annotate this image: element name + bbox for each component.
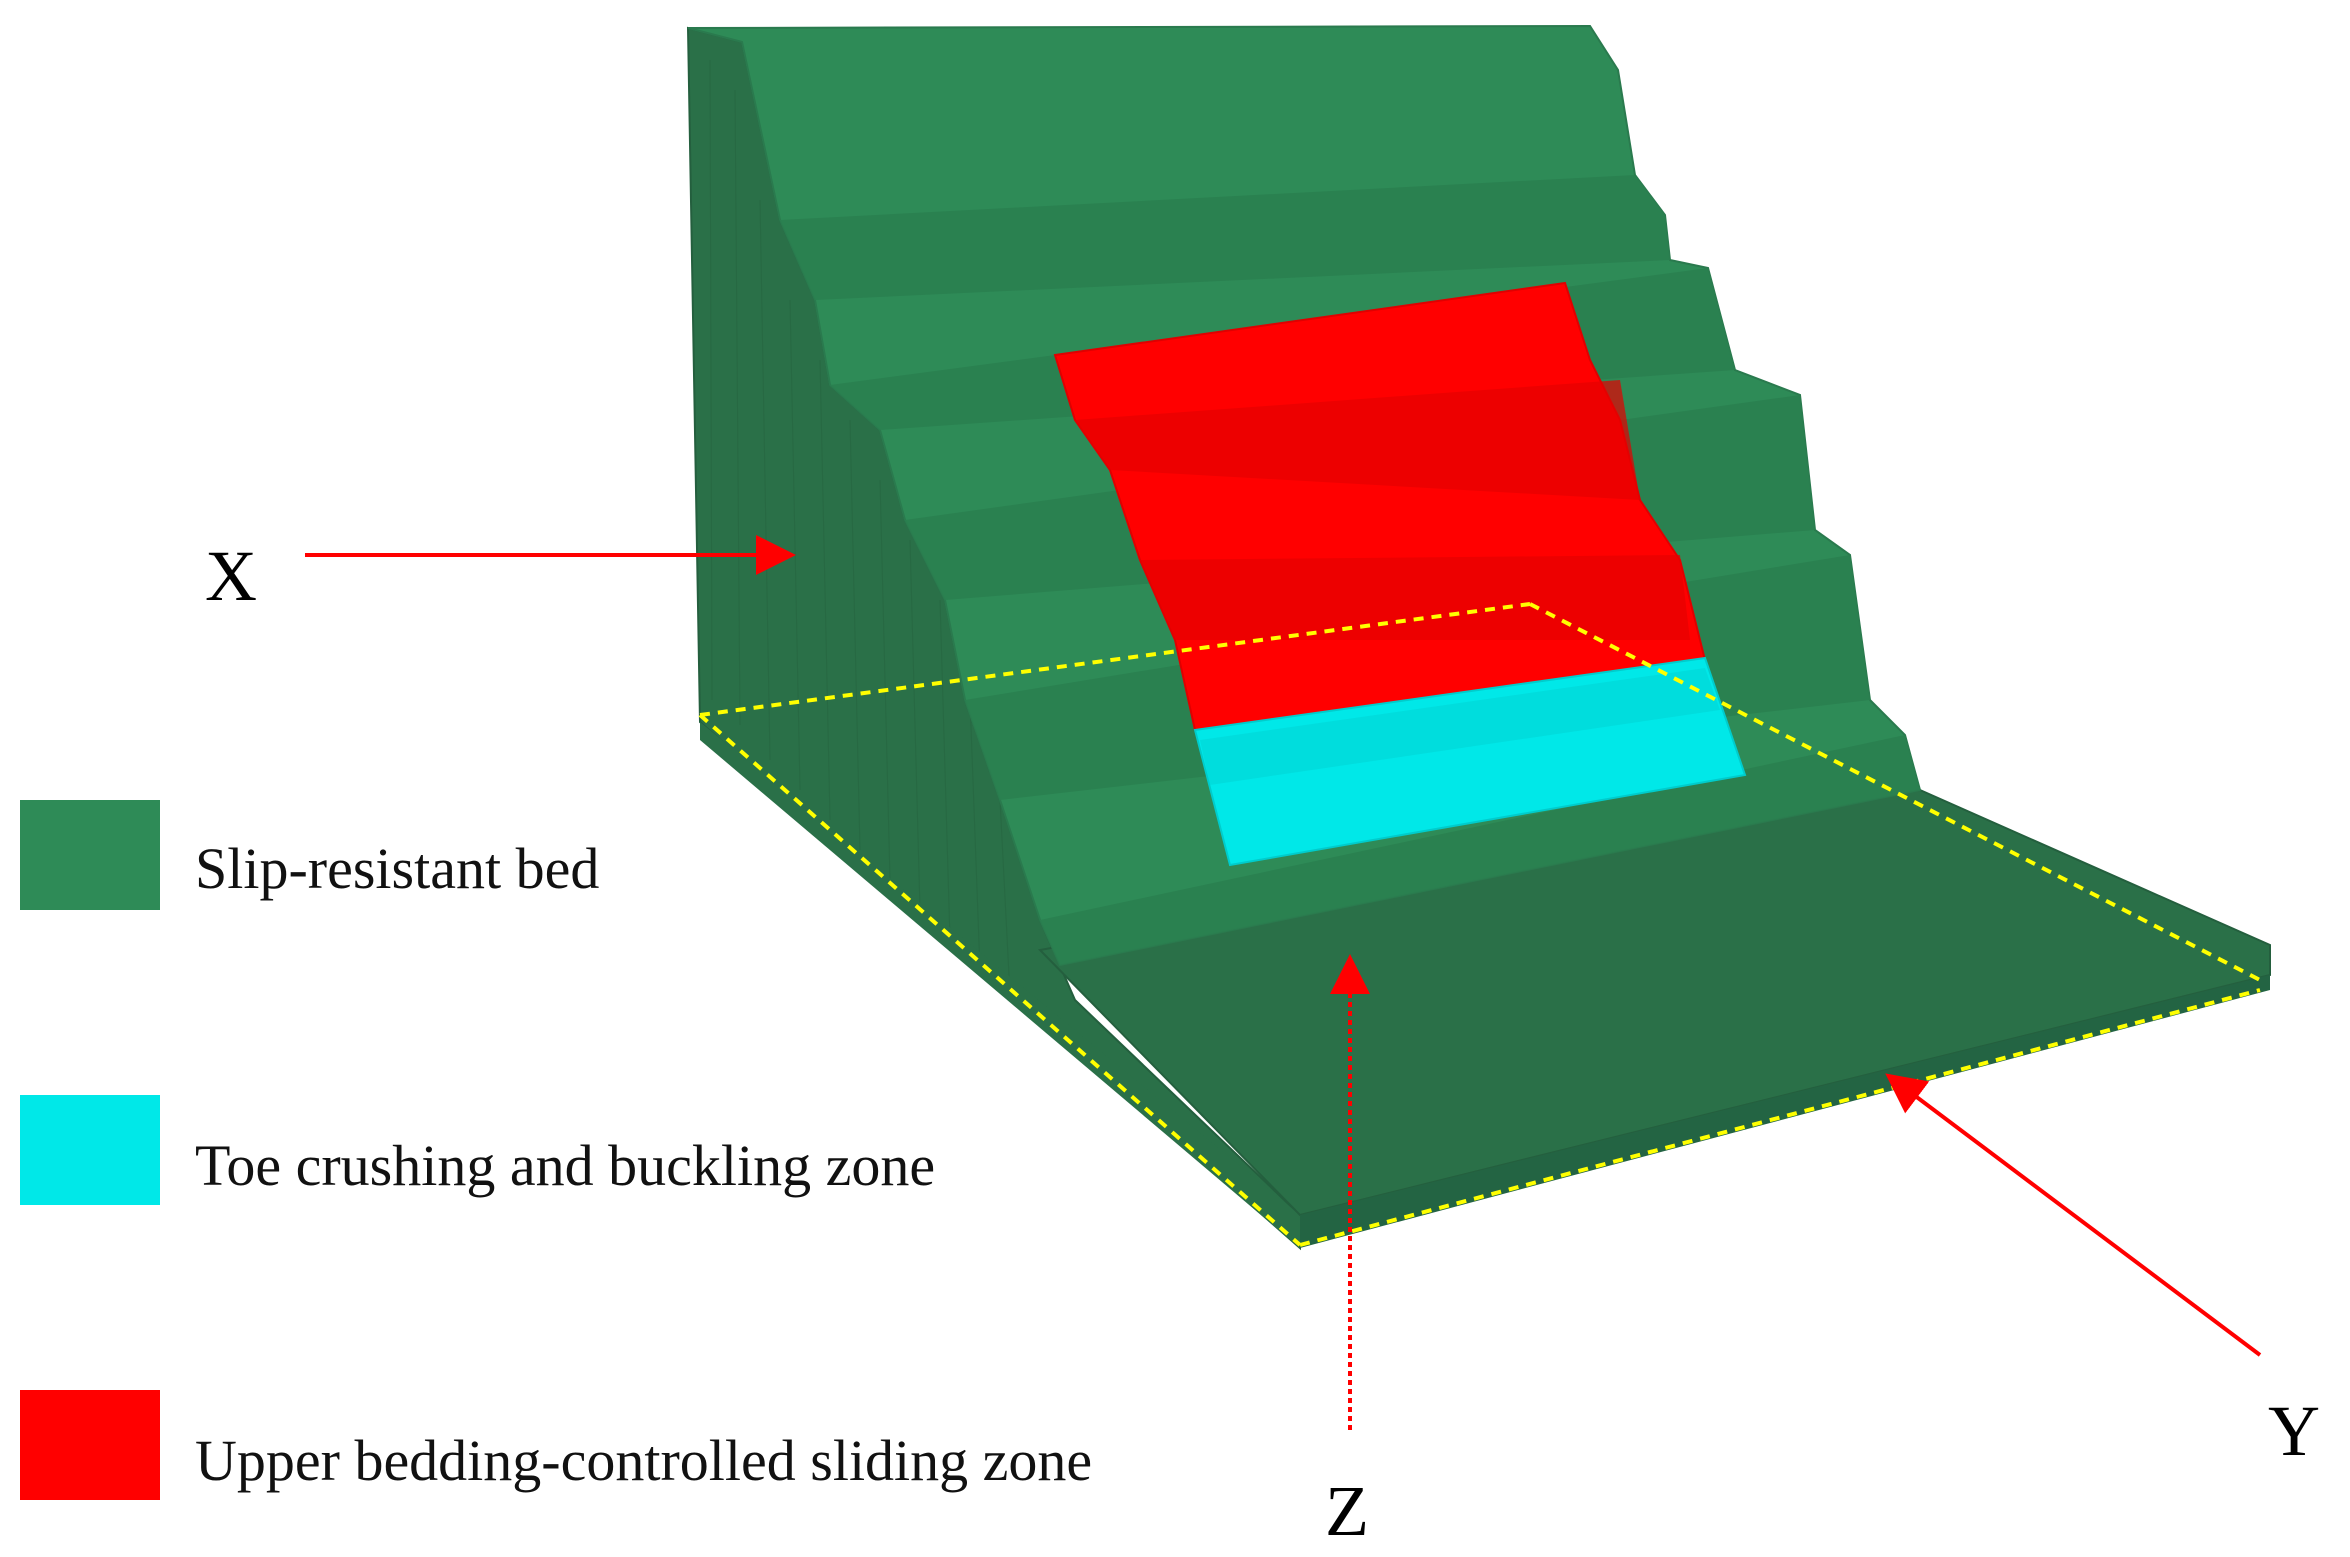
z-axis-label: Z	[1325, 1471, 1369, 1551]
sliding-zone-step-shade-1	[1075, 380, 1640, 500]
legend-item-toe-zone: Toe crushing and buckling zone	[20, 1095, 935, 1205]
legend-label-slip-resistant: Slip-resistant bed	[195, 836, 599, 901]
x-axis-label: X	[205, 536, 257, 616]
legend-swatch-sliding-zone	[20, 1390, 160, 1500]
legend-swatch-slip-resistant	[20, 800, 160, 910]
y-axis-label: Y	[2268, 1391, 2320, 1471]
sliding-zone-step-shade-2	[1140, 555, 1690, 640]
floor-slab-front	[1300, 975, 2270, 1248]
legend-swatch-toe-zone	[20, 1095, 160, 1205]
y-axis-arrow	[1885, 1073, 2262, 1357]
floor-front-edge	[700, 722, 1300, 1248]
legend-item-slip-resistant: Slip-resistant bed	[20, 800, 599, 910]
model-boundary-dashed	[698, 602, 2261, 1247]
legend-item-sliding-zone: Upper bedding-controlled sliding zone	[20, 1390, 1092, 1500]
legend-label-toe-zone: Toe crushing and buckling zone	[195, 1133, 935, 1198]
toe-zone-shade	[1200, 668, 1720, 785]
slope-model	[686, 24, 2271, 1251]
step-band-1	[780, 175, 1670, 300]
step-band-5	[1040, 735, 1920, 965]
legend: Slip-resistant bed Toe crushing and buck…	[20, 800, 1092, 1500]
axis-indicators: X Y Z	[205, 535, 2320, 1551]
legend-label-sliding-zone: Upper bedding-controlled sliding zone	[195, 1428, 1092, 1493]
